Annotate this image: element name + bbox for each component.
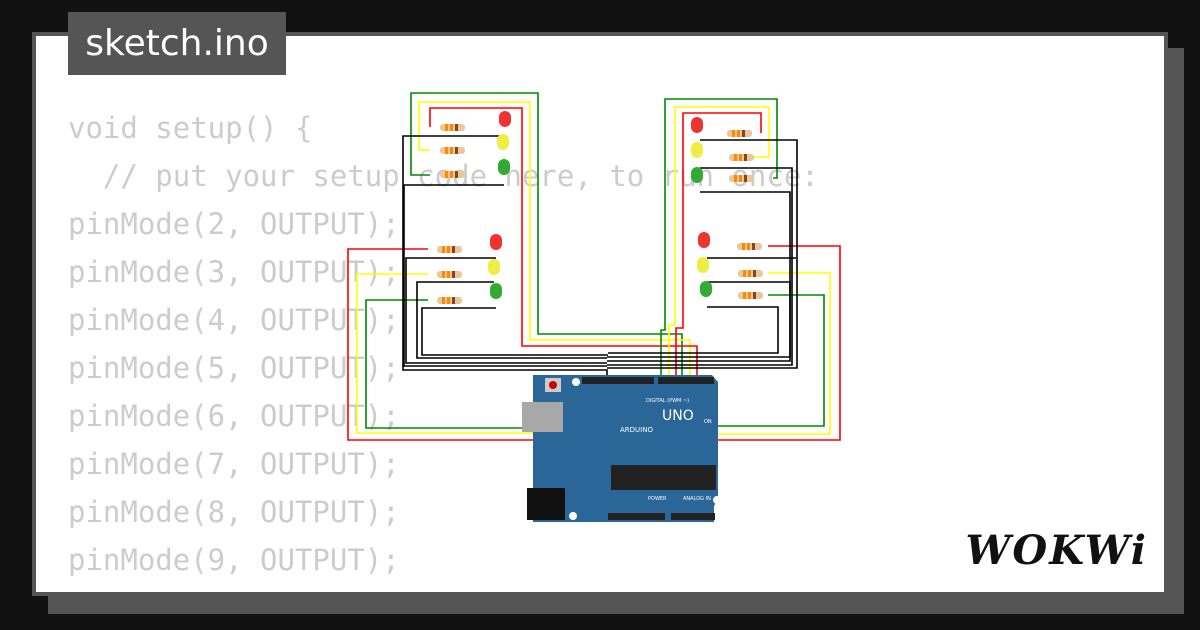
code-line: pinMode(6, OUTPUT);	[68, 399, 400, 433]
yellow-wire	[418, 101, 691, 380]
black-wire	[608, 306, 779, 354]
file-tab: sketch.ino	[68, 12, 286, 75]
green-led[interactable]	[498, 159, 510, 175]
on-label: ON	[704, 419, 712, 425]
wokwi-logo: WOKWi	[965, 527, 1148, 574]
code-line: pinMode(4, OUTPUT);	[68, 303, 400, 337]
red-wire	[675, 112, 762, 380]
board-brand: ARDUINO	[620, 426, 653, 434]
power-jack	[527, 488, 565, 520]
code-line: pinMode(2, OUTPUT);	[68, 207, 400, 241]
red-led[interactable]	[490, 234, 502, 250]
resistor[interactable]	[440, 124, 465, 131]
red-led[interactable]	[698, 232, 710, 248]
yellow-led[interactable]	[697, 257, 709, 273]
black-wire	[405, 257, 607, 364]
resistor[interactable]	[729, 154, 754, 161]
arduino-uno: UNO ARDUINO DIGITAL (PWM ~) POWER ANALOG…	[522, 375, 721, 522]
green-wire	[410, 92, 683, 380]
header-power	[608, 513, 665, 520]
header-left	[582, 377, 654, 384]
code-preview: void setup() { // put your setup code he…	[68, 104, 819, 592]
code-line: void setup() {	[68, 111, 313, 145]
black-wire	[416, 281, 607, 359]
yellow-led[interactable]	[497, 134, 509, 150]
green-led[interactable]	[691, 167, 703, 183]
black-wire	[607, 139, 798, 369]
resistor[interactable]	[440, 147, 465, 154]
code-line: pinMode(7, OUTPUT);	[68, 447, 400, 481]
resistor[interactable]	[737, 243, 762, 250]
preview-card: void setup() { // put your setup code he…	[32, 32, 1168, 596]
code-line: pinMode(9, OUTPUT);	[68, 543, 400, 577]
code-line: // put your setup code here, to run once…	[102, 159, 819, 193]
resistor[interactable]	[437, 246, 462, 253]
resistor[interactable]	[440, 171, 465, 178]
code-line: pinMode(10, OUTPUT);	[68, 584, 819, 592]
resistor[interactable]	[729, 175, 754, 182]
red-led[interactable]	[691, 117, 703, 133]
yellow-led[interactable]	[488, 259, 500, 275]
board-model: UNO	[662, 408, 694, 424]
green-wire	[660, 98, 778, 380]
yellow-led[interactable]	[691, 142, 703, 158]
resistor[interactable]	[738, 270, 763, 277]
code-line: pinMode(8, OUTPUT);	[68, 495, 400, 529]
resistor[interactable]	[437, 271, 462, 278]
black-wire	[607, 167, 793, 366]
power-label: POWER	[648, 496, 667, 502]
digital-label: DIGITAL (PWM ~)	[646, 398, 689, 404]
black-wire	[402, 135, 608, 380]
chip	[611, 465, 716, 490]
black-wire	[607, 191, 791, 362]
red-wire	[429, 107, 698, 380]
resistor[interactable]	[727, 130, 752, 137]
red-led[interactable]	[499, 111, 511, 127]
header-analog	[671, 513, 715, 520]
code-line: pinMode(3, OUTPUT);	[68, 255, 400, 289]
code-line: pinMode(5, OUTPUT);	[68, 351, 400, 385]
black-wire	[607, 281, 791, 358]
header-right	[658, 377, 714, 384]
black-wire	[403, 184, 607, 367]
green-led[interactable]	[700, 281, 712, 297]
green-led[interactable]	[490, 283, 502, 299]
black-wire	[421, 307, 608, 356]
resistor[interactable]	[437, 297, 462, 304]
resistor[interactable]	[738, 292, 763, 299]
usb-port	[522, 402, 563, 432]
analog-label: ANALOG IN	[683, 496, 711, 502]
yellow-wire	[668, 106, 770, 380]
